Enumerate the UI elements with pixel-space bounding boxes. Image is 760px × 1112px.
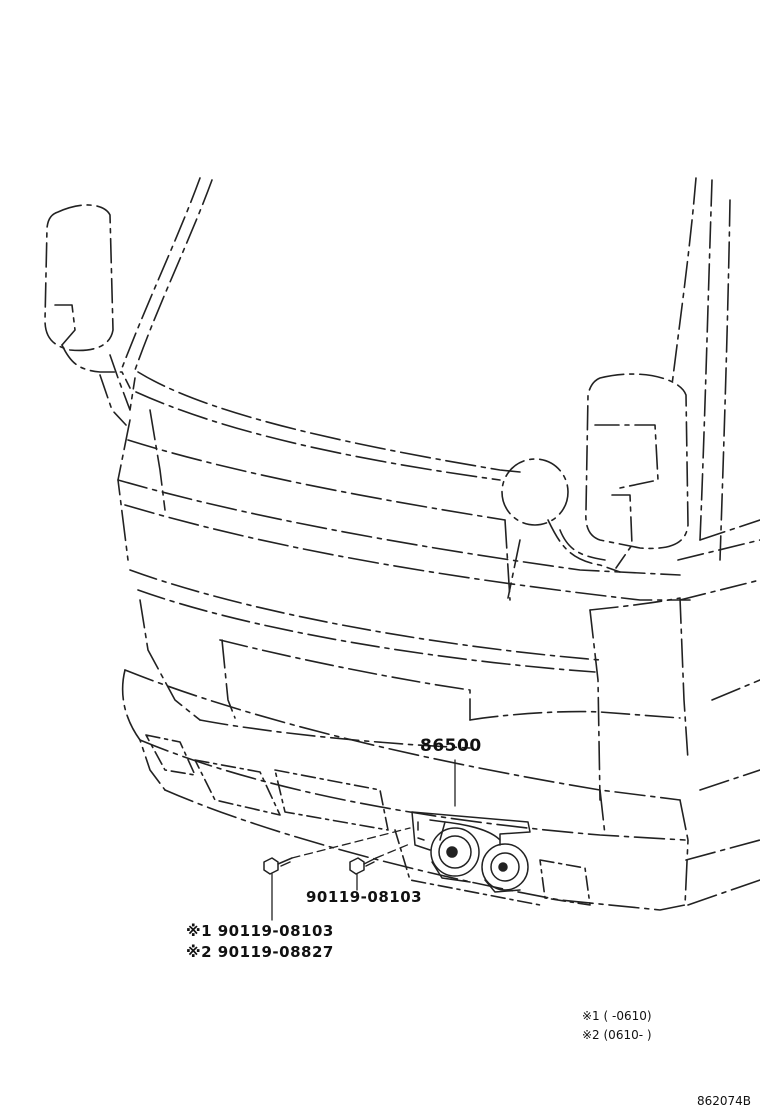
callout-bolt-left-1: ※1 90119-08103 — [186, 922, 334, 940]
callout-bolt-right: 90119-08103 — [306, 888, 423, 906]
grille — [129, 519, 689, 801]
left-mirror — [44, 204, 136, 426]
callout-horn-part-number: 86500 — [420, 736, 482, 756]
leader-lines — [271, 759, 456, 921]
right-mirror — [501, 373, 689, 573]
bolt-left — [263, 857, 293, 875]
footnote-2: ※2 (0610- ) — [582, 1028, 652, 1042]
callout-bolt-left-2: ※2 90119-08827 — [186, 943, 334, 961]
left-pillar — [121, 177, 213, 371]
horn-assembly — [411, 811, 531, 893]
bumper-recesses — [145, 734, 591, 906]
footnote-1: ※1 ( -0610) — [582, 1009, 652, 1023]
right-pillar — [671, 177, 760, 601]
bolt-right — [349, 857, 377, 875]
cab-header — [117, 371, 691, 601]
bumper — [121, 669, 760, 911]
diagram-code: 862074B — [697, 1094, 752, 1108]
